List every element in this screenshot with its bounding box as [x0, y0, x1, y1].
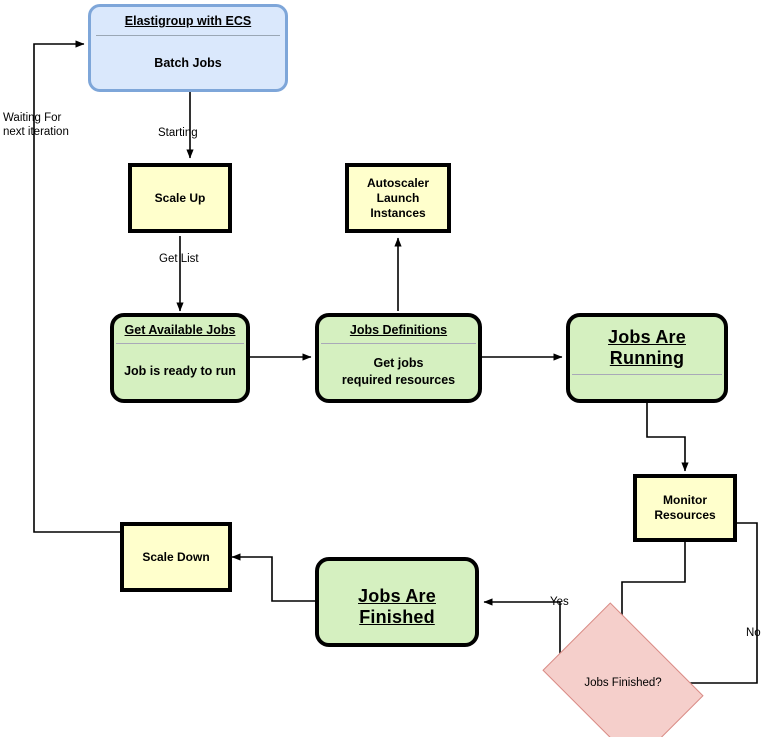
- node-jobs-are-finished[interactable]: Jobs Are Finished: [315, 557, 479, 647]
- node-get-available-jobs[interactable]: Get Available Jobs Job is ready to run: [110, 313, 250, 403]
- edge-jobs-are-running-to-monitor-resources: [646, 402, 689, 472]
- node-jobs-are-running-title: Jobs Are Running: [608, 327, 686, 368]
- edge-monitor-resources-to-decision: [618, 541, 686, 629]
- edge-label-get-list: Get List: [159, 253, 199, 265]
- node-jobs-definitions-body: Get jobs required resources: [341, 356, 456, 387]
- edge-label-no: No: [746, 627, 761, 639]
- node-elastigroup-divider: [96, 35, 280, 36]
- edge-label-yes: Yes: [550, 596, 569, 608]
- node-jobs-definitions-title: Jobs Definitions: [349, 323, 448, 337]
- node-scale-up-label: Scale Up: [154, 190, 206, 205]
- node-monitor-resources-label: Monitor Resources: [654, 493, 716, 522]
- node-jobs-finished-decision[interactable]: Jobs Finished?: [542, 602, 704, 737]
- node-elastigroup-body: Batch Jobs: [154, 55, 222, 70]
- node-scale-down-label: Scale Down: [142, 549, 210, 564]
- node-scale-down[interactable]: Scale Down: [120, 522, 232, 592]
- node-jobs-are-finished-title: Jobs Are Finished: [358, 586, 436, 627]
- node-autoscaler-launch-instances[interactable]: Autoscaler Launch Instances: [345, 163, 451, 233]
- edge-label-starting: Starting: [158, 127, 198, 139]
- edge-jobs-are-finished-to-scale-down: [231, 553, 315, 602]
- node-get-available-jobs-title: Get Available Jobs: [124, 323, 236, 337]
- node-elastigroup-with-ecs[interactable]: Elastigroup with ECS Batch Jobs: [88, 4, 288, 92]
- node-get-available-jobs-divider: [116, 343, 244, 344]
- node-jobs-are-running-divider: [572, 374, 722, 376]
- edge-decision-no-to-monitor-resources: [690, 519, 758, 684]
- node-scale-up[interactable]: Scale Up: [128, 163, 232, 233]
- node-jobs-are-running[interactable]: Jobs Are Running: [566, 313, 728, 403]
- node-jobs-finished-decision-label: Jobs Finished?: [584, 677, 662, 689]
- edge-label-waiting-for-next-iteration: Waiting For next iteration: [3, 112, 69, 139]
- node-jobs-definitions-divider: [321, 343, 476, 344]
- node-get-available-jobs-body: Job is ready to run: [124, 364, 236, 379]
- node-jobs-definitions[interactable]: Jobs Definitions Get jobs required resou…: [315, 313, 482, 403]
- diamond-shape: [542, 602, 704, 737]
- node-monitor-resources[interactable]: Monitor Resources: [633, 474, 737, 542]
- node-elastigroup-title: Elastigroup with ECS: [124, 14, 252, 28]
- node-autoscaler-label: Autoscaler Launch Instances: [366, 175, 430, 220]
